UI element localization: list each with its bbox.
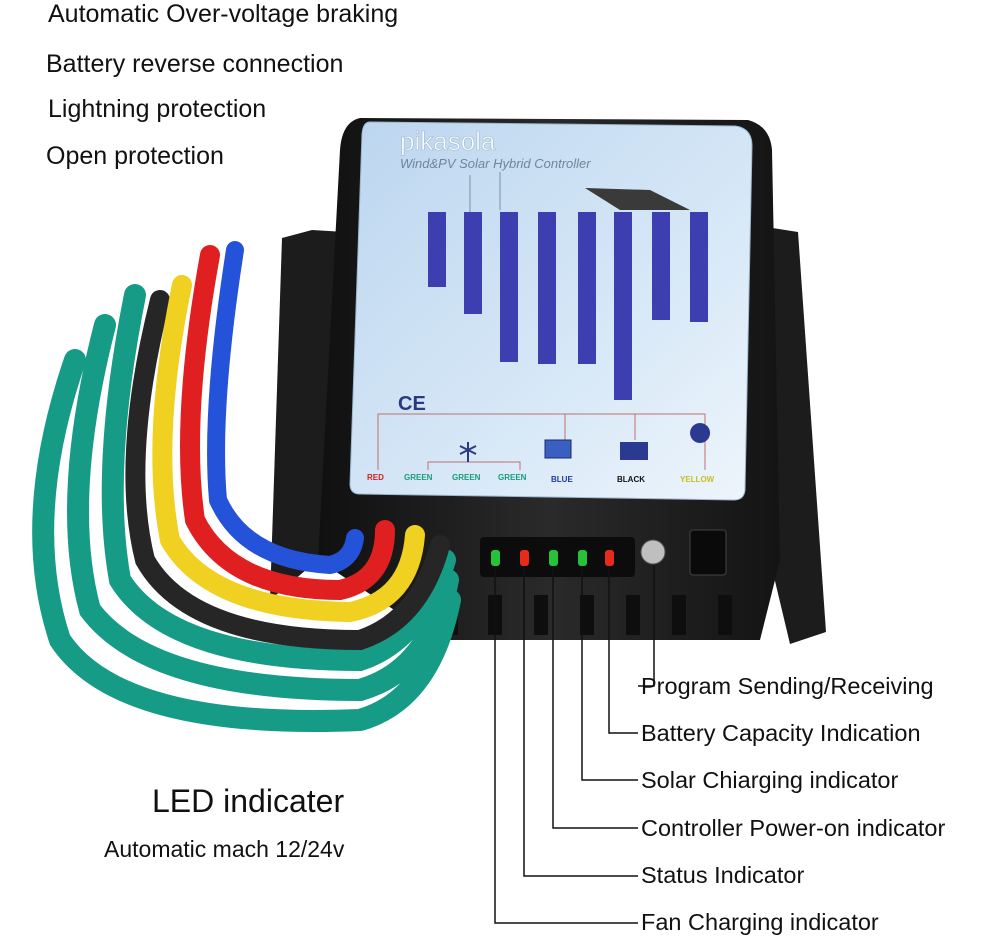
leader-status bbox=[523, 566, 638, 877]
led-power-on bbox=[549, 550, 558, 566]
leader-battery bbox=[608, 566, 638, 734]
callout-power-on: Controller Power-on indicator bbox=[641, 815, 946, 841]
wire-yellow bbox=[152, 275, 425, 623]
led-solar-charging bbox=[578, 550, 587, 566]
callout-battery-capacity: Battery Capacity Indication bbox=[641, 720, 921, 746]
callout-leader-lines bbox=[494, 565, 655, 924]
turbine-icon bbox=[459, 442, 477, 462]
wire-green-inner bbox=[101, 284, 456, 672]
wire-green-middle bbox=[67, 314, 459, 702]
led-status bbox=[520, 550, 529, 566]
led-battery-capacity bbox=[605, 550, 614, 566]
led-subtitle: Automatic mach 12/24v bbox=[104, 836, 345, 862]
cable-bundle bbox=[32, 241, 461, 732]
brand-logo: pikasola bbox=[400, 126, 496, 156]
leader-fan bbox=[494, 566, 638, 924]
wire-red bbox=[180, 245, 395, 601]
terminal-label-black: BLACK bbox=[617, 475, 645, 484]
feature-overvoltage-braking: Automatic Over-voltage braking bbox=[48, 0, 399, 28]
led-heading: LED indicater bbox=[152, 783, 345, 819]
led-indicators bbox=[480, 529, 727, 577]
ce-mark: CE bbox=[398, 393, 426, 415]
feature-open-protection: Open protection bbox=[46, 142, 224, 170]
solar-icon bbox=[544, 439, 572, 459]
terminal-label-green-2: GREEN bbox=[452, 473, 481, 482]
solar-panel-graphic bbox=[585, 188, 690, 210]
callout-solar-charging: Solar Chiarging indicator bbox=[641, 767, 899, 793]
wind-turbine-graphic bbox=[469, 172, 501, 215]
terminal-label-blue: BLUE bbox=[551, 475, 573, 484]
leader-solar bbox=[581, 566, 638, 781]
wiring-diagram bbox=[377, 413, 706, 470]
spec-bars bbox=[428, 212, 708, 400]
leader-power-on bbox=[552, 566, 638, 829]
wire-black bbox=[125, 290, 450, 651]
mounting-flange-left bbox=[270, 230, 345, 600]
terminal-labels: RED GREEN GREEN GREEN BLUE BLACK YELLOW bbox=[367, 473, 715, 484]
program-port bbox=[689, 529, 727, 576]
leader-program bbox=[638, 565, 655, 687]
product-name: Wind&PV Solar Hybrid Controller bbox=[400, 156, 591, 171]
terminal-label-red: RED bbox=[367, 473, 384, 482]
callout-status: Status Indicator bbox=[641, 862, 805, 888]
program-button bbox=[640, 539, 666, 565]
terminal-label-green-1: GREEN bbox=[404, 473, 433, 482]
terminal-label-yellow: YELLOW bbox=[680, 475, 715, 484]
terminal-label-green-3: GREEN bbox=[498, 473, 527, 482]
led-fan-charging bbox=[491, 550, 500, 566]
callout-fan-charging: Fan Charging indicator bbox=[641, 909, 879, 935]
wire-blue bbox=[207, 241, 364, 575]
lamp-icon bbox=[690, 423, 711, 443]
feature-lightning-protection: Lightning protection bbox=[48, 95, 267, 123]
callout-program-sending: Program Sending/Receiving bbox=[641, 673, 934, 699]
battery-icon bbox=[620, 442, 648, 460]
wire-green-outer bbox=[32, 349, 461, 732]
feature-battery-reverse: Battery reverse connection bbox=[46, 50, 344, 78]
